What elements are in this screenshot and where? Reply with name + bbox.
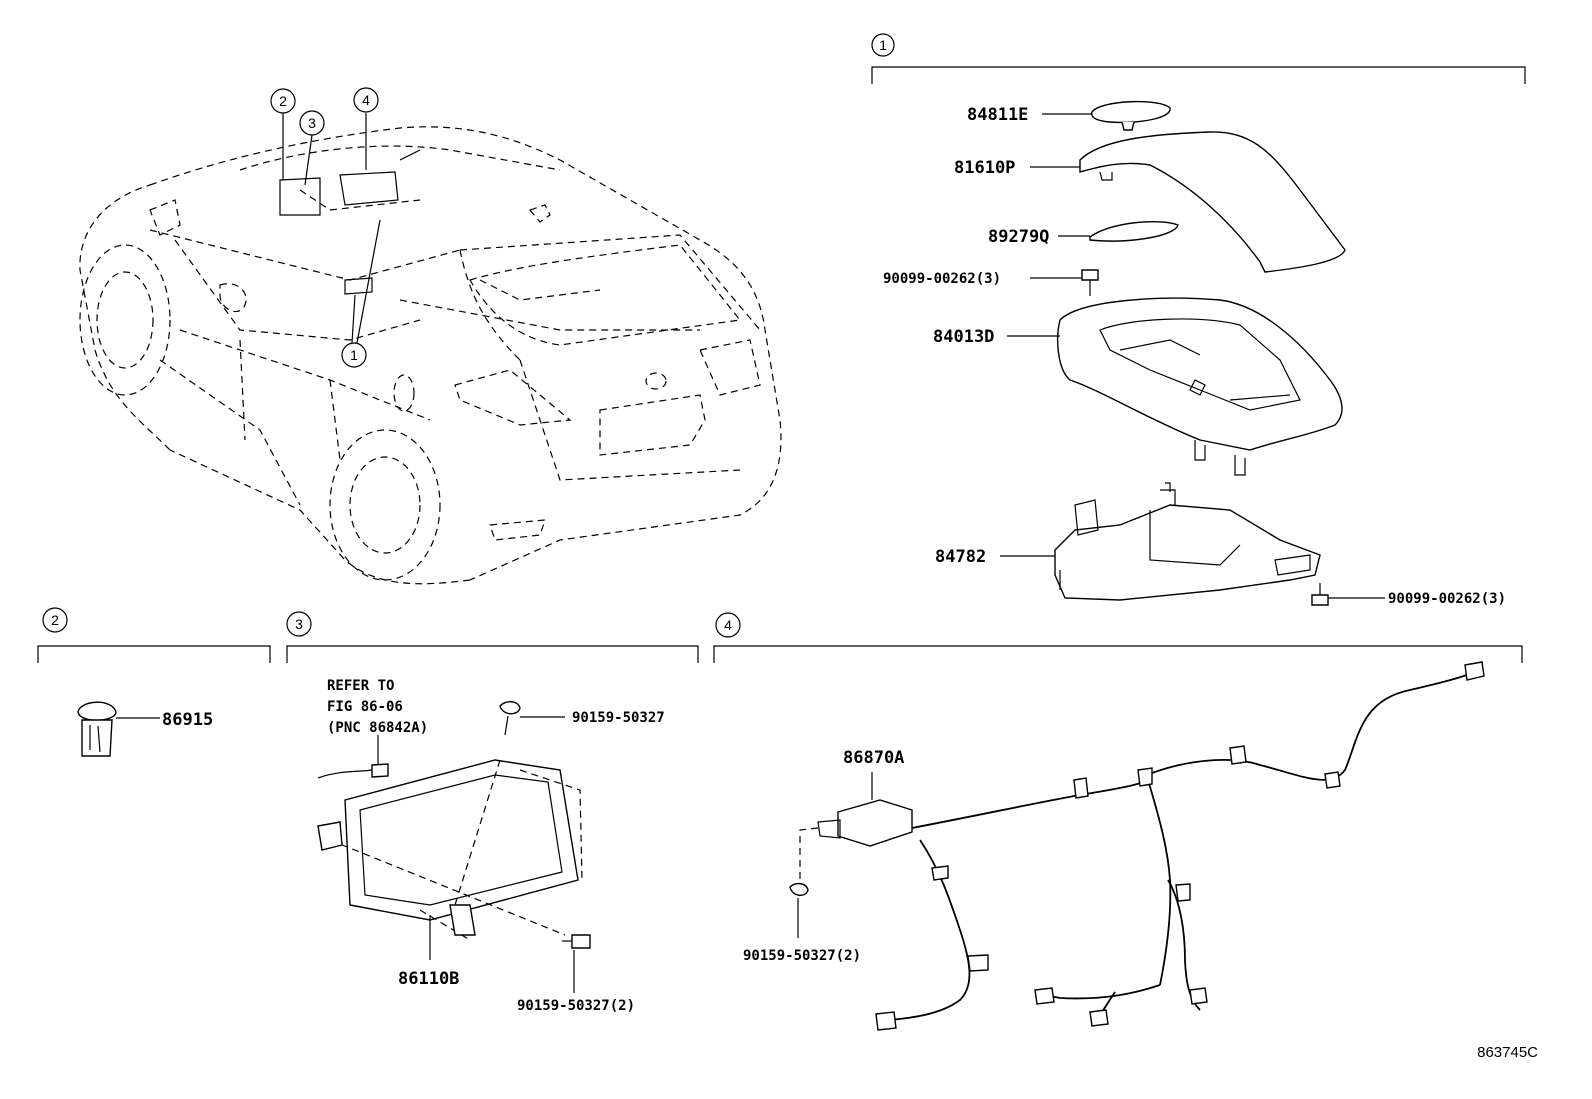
screw-90159-upper	[499, 701, 521, 715]
svg-text:1: 1	[350, 347, 358, 363]
part-label-84013D: 84013D	[933, 327, 994, 347]
screw-90099-lower	[1311, 594, 1329, 606]
part-label-90159-harness: 90159-50327(2)	[743, 948, 861, 964]
group-4-callout: 4	[724, 617, 732, 633]
part-label-90159-upper: 90159-50327	[572, 710, 665, 726]
group-3-section: 3 REFER TO FIG 86-06 (PNC 86842A) 86110B…	[286, 611, 699, 1014]
reference-line-2: FIG 86-06	[327, 699, 403, 715]
group-1-bracket	[871, 66, 1526, 84]
group-2-bracket	[37, 645, 271, 663]
screw-90159-harness	[789, 882, 809, 896]
part-label-84782: 84782	[935, 547, 986, 567]
part-label-89279Q: 89279Q	[988, 227, 1049, 247]
reference-line-1: REFER TO	[327, 678, 394, 694]
screw-90159-lower	[571, 934, 591, 949]
part-label-84811E: 84811E	[967, 105, 1028, 125]
callout-2-on-vehicle: 2	[270, 88, 296, 114]
callout-3-on-vehicle: 3	[299, 110, 325, 136]
part-label-86915: 86915	[162, 710, 213, 730]
figure-number: 863745C	[1477, 1044, 1538, 1061]
svg-text:2: 2	[279, 93, 287, 109]
part-label-90099-lower: 90099-00262(3)	[1388, 591, 1506, 607]
clip-86915	[77, 701, 117, 721]
group-4-section: 4 86870A 90159-50327(2)	[713, 612, 1523, 1031]
part-label-86870A: 86870A	[843, 748, 904, 768]
group-1-section: 1 84811E 81610P 89279Q 90099-00262(3) 84…	[871, 33, 1526, 607]
callout-4-on-vehicle: 4	[353, 87, 379, 113]
group-4-bracket	[713, 645, 1523, 663]
housing-84013D	[1057, 297, 1343, 451]
harness-main	[911, 779, 1149, 829]
vehicle-illustration	[79, 113, 782, 585]
group-3-bracket	[286, 645, 699, 663]
reference-line-3: (PNC 86842A)	[327, 720, 428, 736]
svg-text:4: 4	[362, 92, 370, 108]
cover-81610P	[1079, 131, 1346, 273]
group-3-callout: 3	[295, 616, 303, 632]
display-86110B	[344, 759, 579, 921]
part-label-90159-lower: 90159-50327(2)	[517, 998, 635, 1014]
group-1-callout: 1	[879, 37, 887, 53]
svg-text:3: 3	[308, 115, 316, 131]
module-86870A	[837, 799, 913, 847]
switch-84782	[1054, 504, 1321, 601]
part-label-81610P: 81610P	[954, 158, 1015, 178]
callout-1-on-vehicle: 1	[341, 342, 367, 368]
screw-90099-upper	[1081, 269, 1099, 281]
group-2-section: 2 86915	[37, 607, 271, 757]
sensor-cover-89279Q	[1089, 220, 1179, 242]
lens-84811E	[1091, 100, 1171, 124]
part-label-90099-upper: 90099-00262(3)	[883, 271, 1001, 287]
group-2-callout: 2	[51, 612, 59, 628]
part-label-86110B: 86110B	[398, 969, 459, 989]
